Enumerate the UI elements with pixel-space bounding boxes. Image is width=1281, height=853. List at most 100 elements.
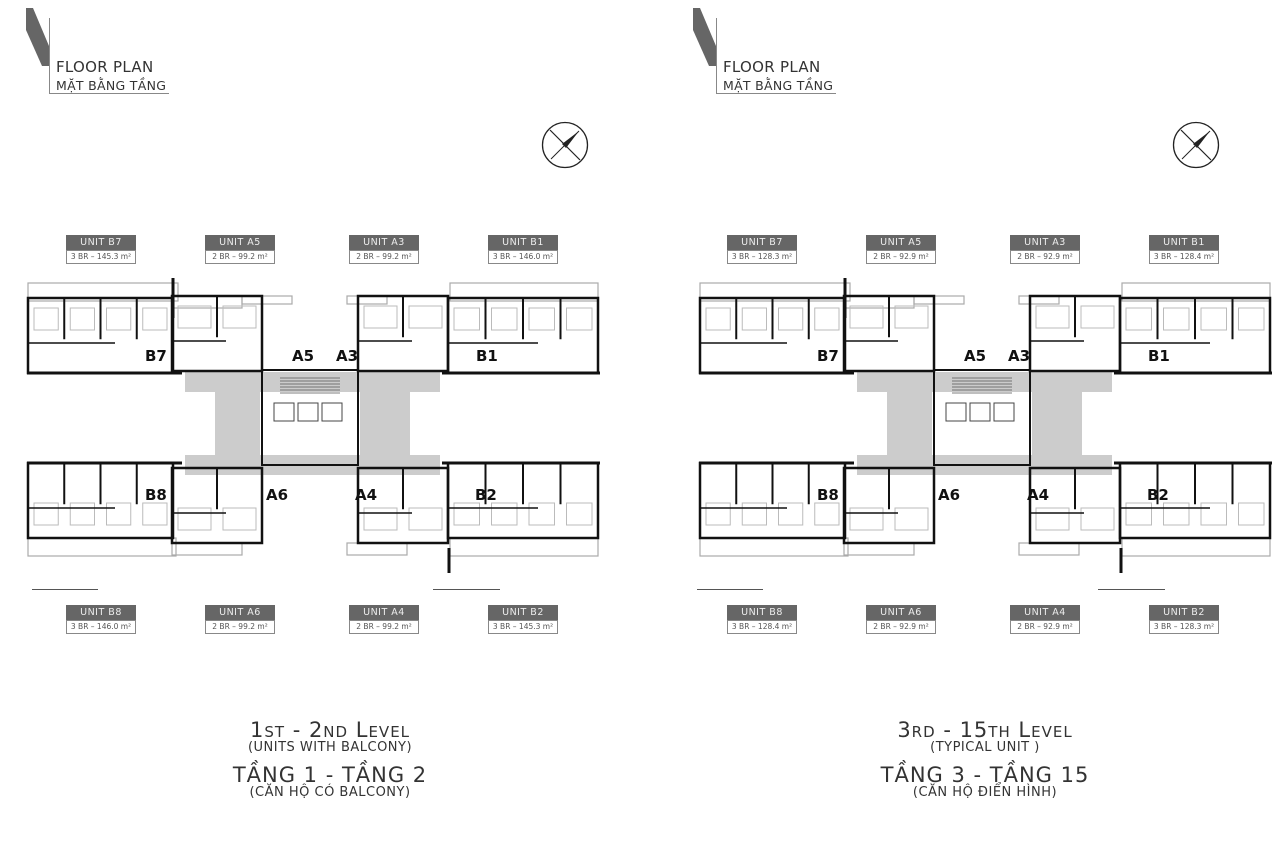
bed bbox=[142, 502, 168, 526]
bed bbox=[1163, 307, 1190, 331]
unit-plan-label: B1 bbox=[476, 347, 498, 365]
unit-plan-label: B8 bbox=[145, 486, 167, 504]
section-header: FLOOR PLAN MẶT BẰNG TẦNG bbox=[22, 8, 172, 94]
bed bbox=[705, 307, 731, 331]
unit-name: UNIT A6 bbox=[866, 605, 936, 620]
balcony bbox=[241, 295, 293, 305]
header-subtitle: MẶT BẰNG TẦNG bbox=[723, 78, 834, 93]
unit-spec: 3 BR – 128.4 m² bbox=[1149, 250, 1219, 264]
balcony bbox=[346, 542, 408, 556]
elevator bbox=[993, 402, 1015, 422]
bed bbox=[363, 305, 398, 329]
scale-bar bbox=[32, 589, 98, 590]
bed bbox=[408, 507, 443, 531]
bed bbox=[1035, 305, 1070, 329]
unit-spec: 2 BR – 92.9 m² bbox=[866, 250, 936, 264]
unit-spec: 2 BR – 99.2 m² bbox=[349, 250, 419, 264]
balcony bbox=[449, 537, 599, 557]
core-outline bbox=[933, 369, 1031, 466]
bed bbox=[705, 502, 731, 526]
bed bbox=[363, 507, 398, 531]
bed bbox=[778, 307, 804, 331]
north-compass-icon bbox=[1172, 121, 1220, 169]
header-title: FLOOR PLAN bbox=[723, 58, 821, 76]
unit-name: UNIT A3 bbox=[1010, 235, 1080, 250]
bed bbox=[1238, 307, 1265, 331]
unit-plan-label: A3 bbox=[1008, 347, 1030, 365]
unit-plan-label: A5 bbox=[964, 347, 986, 365]
bed bbox=[106, 502, 132, 526]
bed bbox=[1125, 502, 1152, 526]
bed bbox=[1200, 502, 1227, 526]
level-title-vi: TẦNG 1 - TẦNG 2 bbox=[232, 763, 428, 787]
bed bbox=[566, 502, 593, 526]
unit-spec: 2 BR – 99.2 m² bbox=[349, 620, 419, 634]
bed bbox=[814, 502, 840, 526]
bed bbox=[177, 507, 212, 531]
header-subtitle: MẶT BẰNG TẦNG bbox=[56, 78, 167, 93]
unit-plan-label: B7 bbox=[145, 347, 167, 365]
unit-plan-label: A4 bbox=[355, 486, 377, 504]
level-title: 3rd - 15th Level bbox=[897, 718, 1073, 742]
bed bbox=[778, 502, 804, 526]
header-title: FLOOR PLAN bbox=[56, 58, 154, 76]
section-header: FLOOR PLAN MẶT BẰNG TẦNG bbox=[689, 8, 839, 94]
unit-spec: 3 BR – 128.4 m² bbox=[727, 620, 797, 634]
unit-name: UNIT A6 bbox=[205, 605, 275, 620]
bed bbox=[106, 307, 132, 331]
header-slash-icon bbox=[693, 8, 716, 66]
bed bbox=[177, 305, 212, 329]
unit-spec: 3 BR – 145.3 m² bbox=[66, 250, 136, 264]
bed bbox=[453, 307, 480, 331]
balcony bbox=[699, 282, 851, 302]
bed bbox=[566, 307, 593, 331]
bed bbox=[69, 502, 95, 526]
bed bbox=[222, 305, 257, 329]
bed bbox=[491, 502, 518, 526]
unit-name: UNIT A5 bbox=[866, 235, 936, 250]
unit-plan-label: A4 bbox=[1027, 486, 1049, 504]
unit-spec: 3 BR – 128.3 m² bbox=[1149, 620, 1219, 634]
bed bbox=[1163, 502, 1190, 526]
level-title-block: 1st - 2nd Level (UNITS WITH BALCONY) TẦN… bbox=[10, 718, 650, 800]
bed bbox=[491, 307, 518, 331]
bed bbox=[1200, 307, 1227, 331]
balcony bbox=[699, 537, 849, 557]
bed bbox=[528, 502, 555, 526]
unit-plan-label: B1 bbox=[1148, 347, 1170, 365]
level-note: (UNITS WITH BALCONY) bbox=[247, 740, 413, 755]
level-title-vi: TẦNG 3 - TẦNG 15 bbox=[880, 763, 1090, 787]
bed bbox=[1238, 502, 1265, 526]
unit-name: UNIT A5 bbox=[205, 235, 275, 250]
bed bbox=[222, 507, 257, 531]
scale-bar bbox=[1098, 589, 1165, 590]
header-slash-icon bbox=[26, 8, 49, 66]
bed bbox=[741, 502, 767, 526]
level-note-vi: (CĂN HỘ ĐIỂN HÌNH) bbox=[912, 785, 1058, 800]
bed bbox=[1125, 307, 1152, 331]
bed bbox=[741, 307, 767, 331]
bed bbox=[408, 305, 443, 329]
unit-plan-label: B2 bbox=[1147, 486, 1169, 504]
unit-name: UNIT B1 bbox=[1149, 235, 1219, 250]
unit-name: UNIT B2 bbox=[1149, 605, 1219, 620]
unit-spec: 3 BR – 128.3 m² bbox=[727, 250, 797, 264]
unit-spec: 3 BR – 146.0 m² bbox=[488, 250, 558, 264]
bed bbox=[894, 305, 929, 329]
bed bbox=[849, 507, 884, 531]
unit-name: UNIT B1 bbox=[488, 235, 558, 250]
level-note-vi: (CĂN HỘ CÓ BALCONY) bbox=[249, 785, 411, 800]
bed bbox=[814, 307, 840, 331]
